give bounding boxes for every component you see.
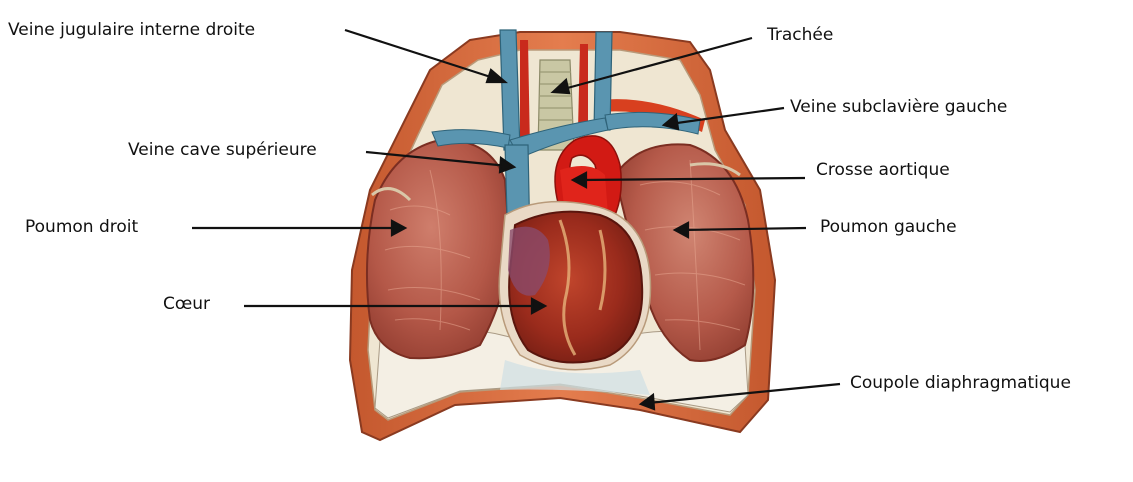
label-crosse-aortique: Crosse aortique bbox=[816, 160, 950, 180]
label-trachee: Trachée bbox=[767, 25, 833, 45]
label-veine-jugulaire: Veine jugulaire interne droite bbox=[8, 20, 255, 40]
label-poumon-droit: Poumon droit bbox=[25, 217, 138, 237]
label-coupole-diaphragmatique: Coupole diaphragmatique bbox=[850, 373, 1071, 393]
label-coeur: Cœur bbox=[163, 294, 210, 314]
label-veine-cave: Veine cave supérieure bbox=[128, 140, 317, 160]
label-veine-subclaviere: Veine subclavière gauche bbox=[790, 97, 1007, 117]
jugular-vein-right bbox=[500, 30, 520, 150]
label-poumon-gauche: Poumon gauche bbox=[820, 217, 957, 237]
